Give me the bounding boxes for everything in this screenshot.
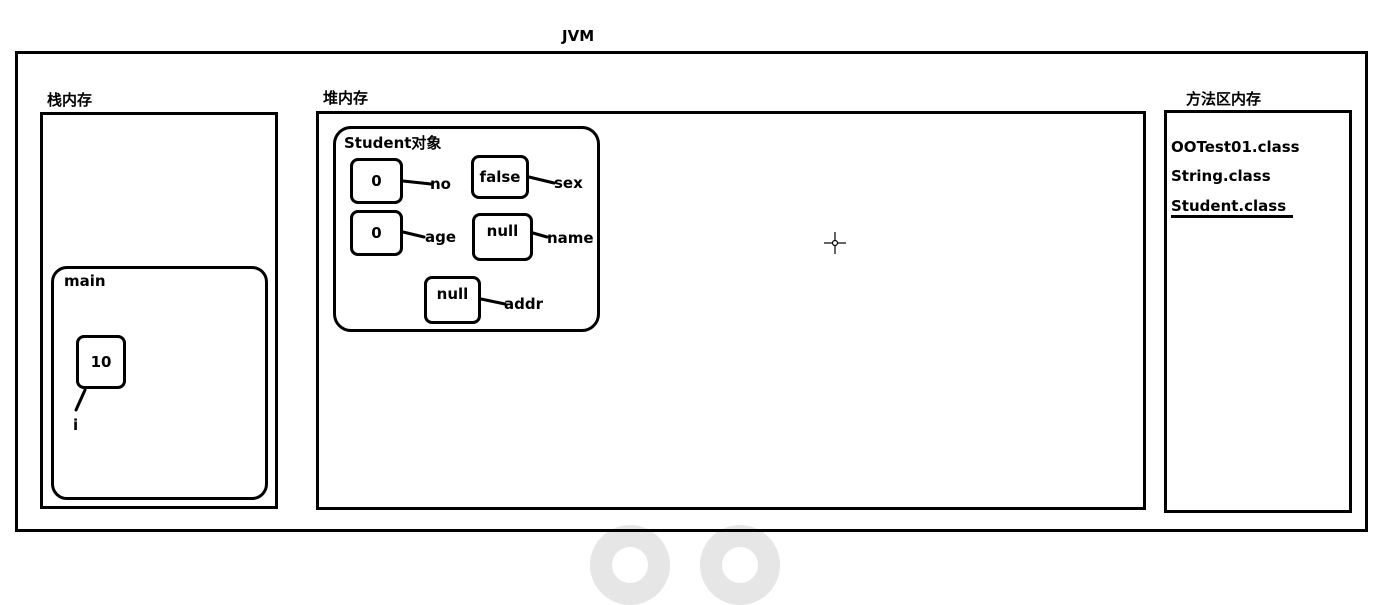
class-item: Student.class bbox=[1171, 197, 1287, 215]
stack-title: 栈内存 bbox=[47, 91, 93, 109]
method-area-container bbox=[1164, 110, 1352, 513]
student-object-title: Student对象 bbox=[344, 134, 442, 152]
field-name-name: name bbox=[547, 229, 594, 247]
field-name-value: null bbox=[472, 213, 533, 261]
method-area-title: 方法区内存 bbox=[1186, 90, 1262, 108]
main-frame bbox=[51, 266, 268, 500]
field-age-name: age bbox=[425, 228, 457, 246]
field-addr-value: null bbox=[424, 276, 481, 324]
class-underline bbox=[1171, 215, 1293, 218]
heap-container bbox=[316, 111, 1146, 510]
class-item: OOTest01.class bbox=[1171, 138, 1300, 156]
class-item: String.class bbox=[1171, 167, 1271, 185]
field-sex-name: sex bbox=[554, 174, 583, 192]
jvm-container bbox=[15, 51, 1368, 532]
student-object bbox=[333, 126, 600, 332]
stack-container bbox=[40, 112, 278, 509]
jvm-title: JVM bbox=[562, 27, 595, 45]
field-addr-name: addr bbox=[504, 295, 543, 313]
variable-i-name: i bbox=[73, 416, 79, 434]
crosshair-icon bbox=[824, 232, 846, 254]
heap-title: 堆内存 bbox=[323, 89, 369, 107]
variable-i-value: 10 bbox=[76, 335, 126, 389]
field-age-value: 0 bbox=[350, 210, 403, 256]
connector-lines bbox=[74, 175, 556, 412]
main-frame-label: main bbox=[64, 272, 106, 290]
field-no-name: no bbox=[430, 175, 451, 193]
